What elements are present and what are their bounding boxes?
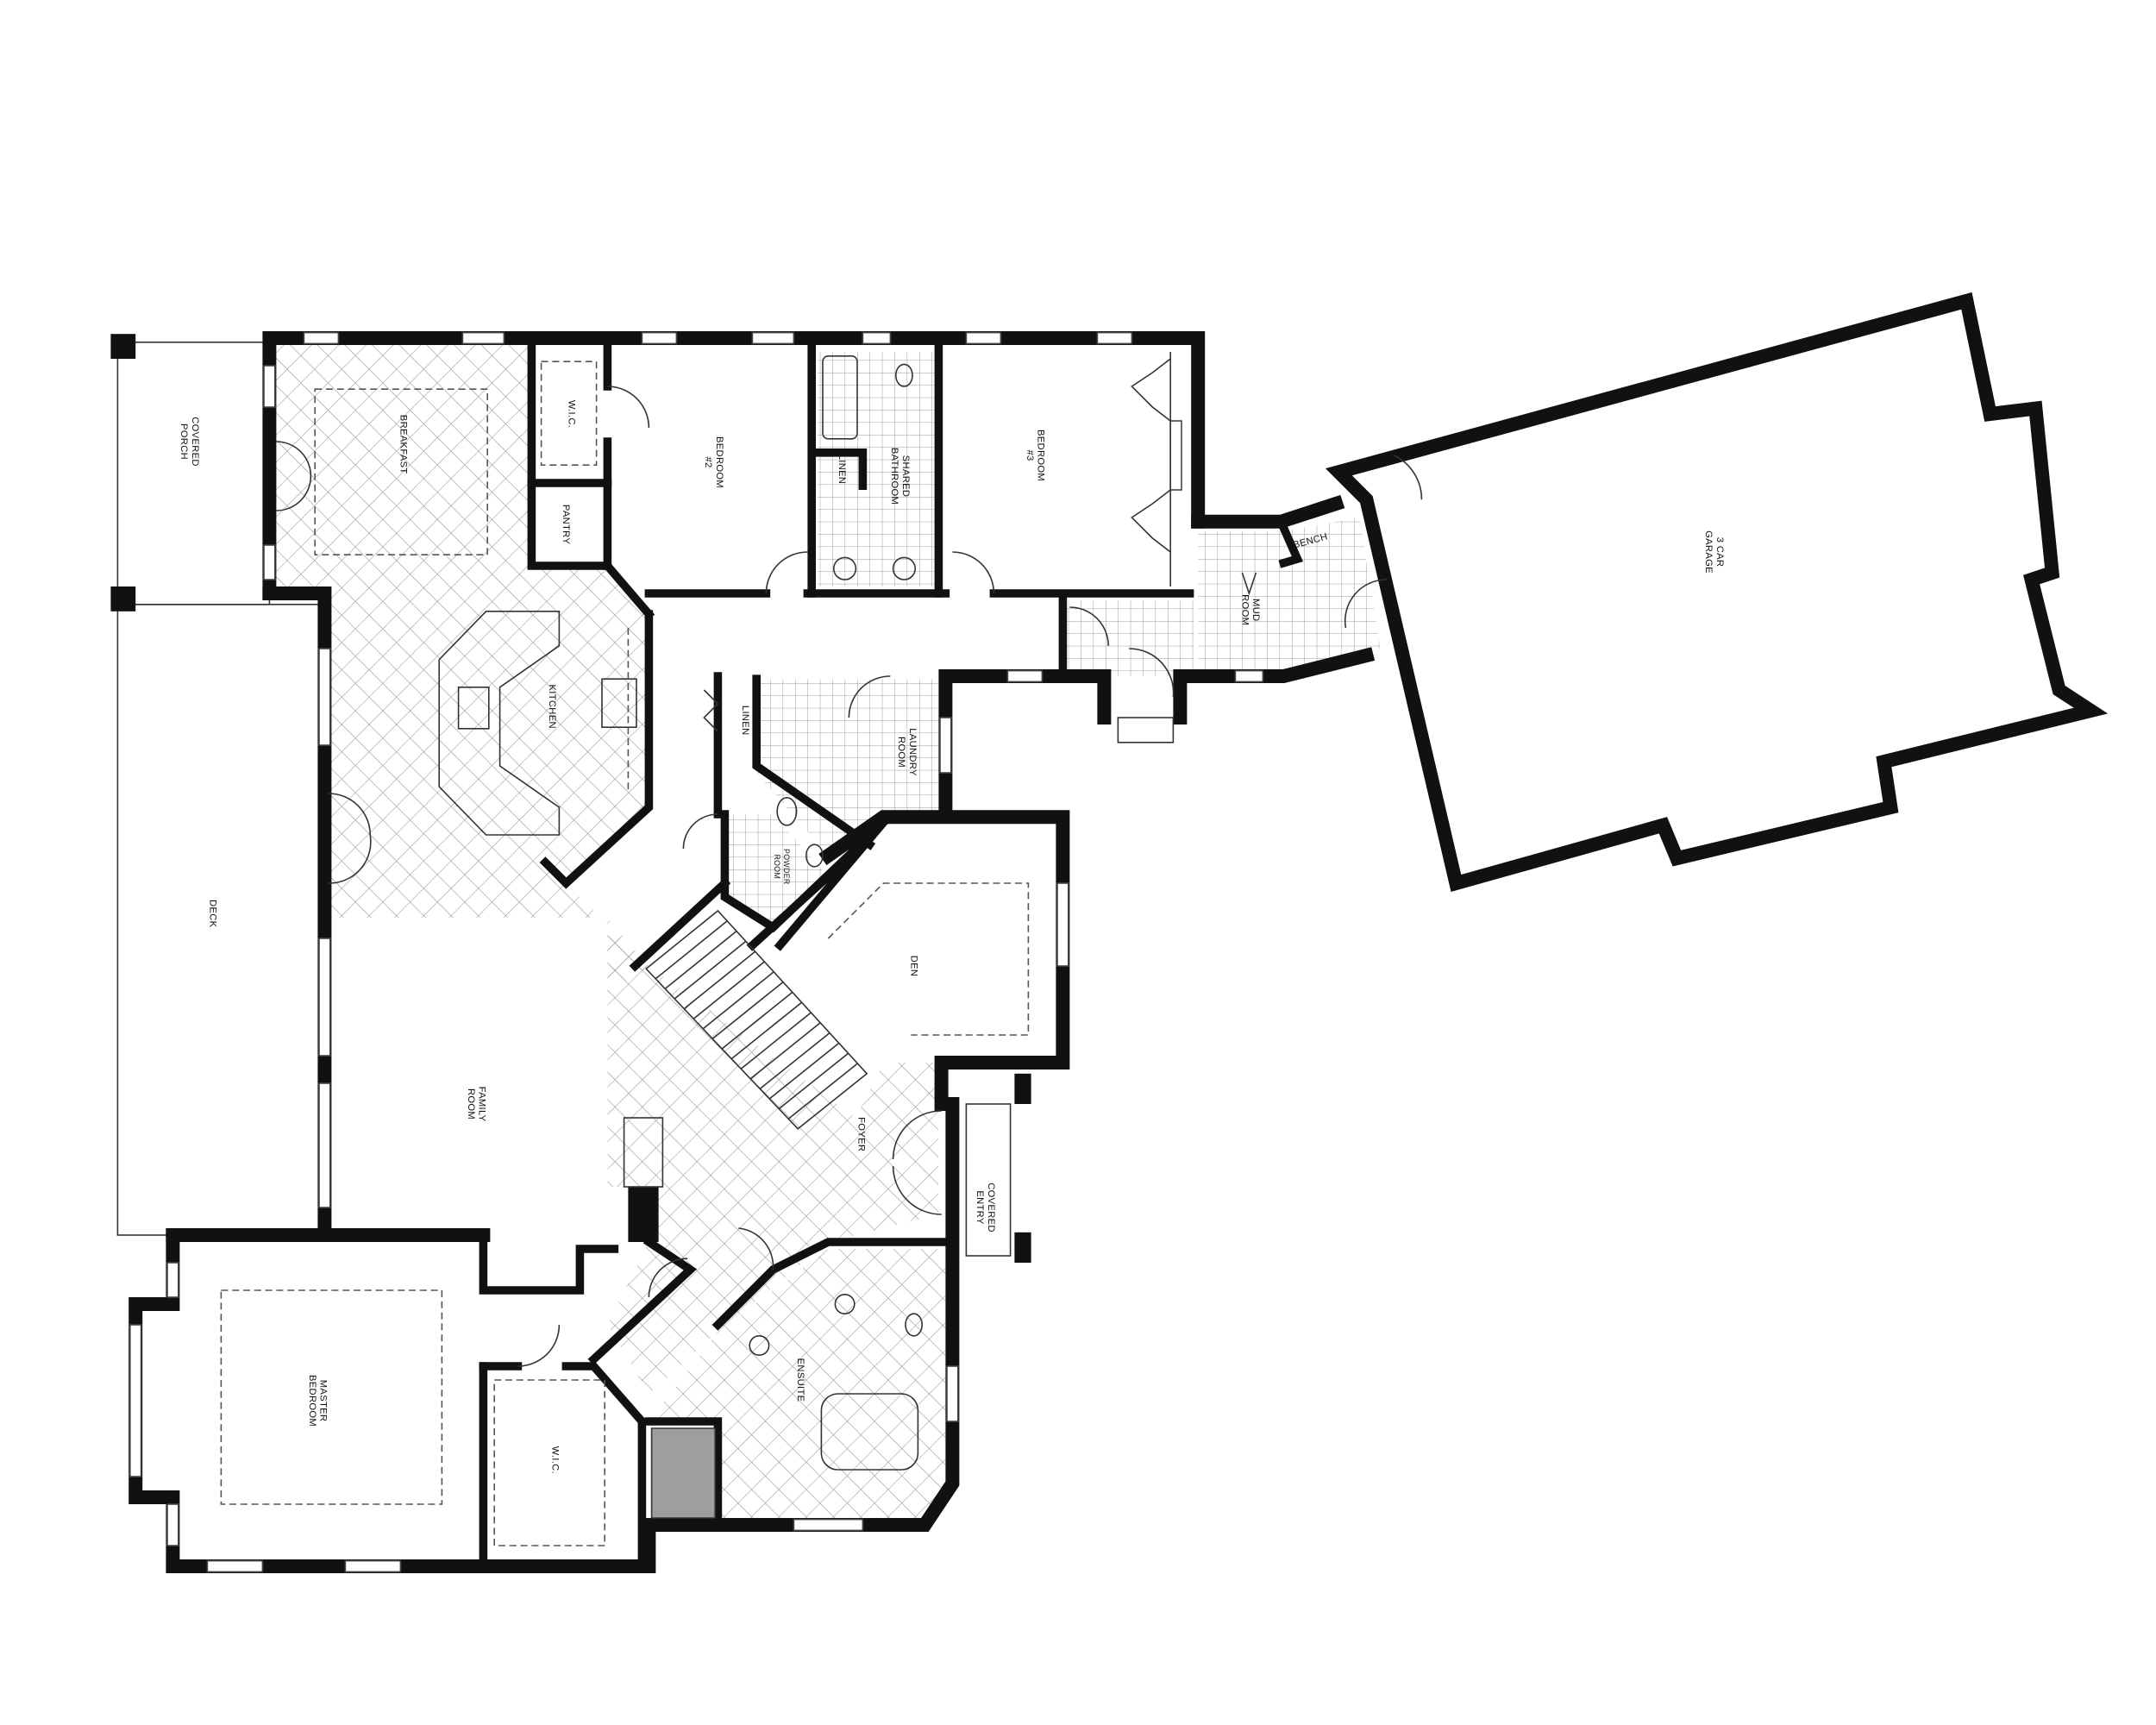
wic-shelf bbox=[493, 1379, 605, 1546]
label-wic: W.I.C. bbox=[567, 400, 577, 428]
shared-bath-tile bbox=[817, 352, 935, 586]
stair-tread bbox=[683, 950, 756, 1010]
doors[interactable] bbox=[276, 386, 1423, 1367]
breakfast-ceiling bbox=[314, 388, 488, 555]
label-ensuite: ENSUITE bbox=[795, 1358, 805, 1402]
label-den: DEN bbox=[908, 956, 918, 977]
sink-icon bbox=[892, 556, 916, 580]
cooktop bbox=[601, 678, 637, 728]
mudroom-tile bbox=[1198, 518, 1381, 676]
label-bedroom-3: BEDROOM#3 bbox=[1025, 430, 1046, 481]
sink-icon bbox=[834, 1294, 856, 1314]
label-linen: LINEN bbox=[837, 455, 847, 485]
label-mud-room: MUDROOM bbox=[1239, 594, 1261, 625]
label-garage: 3 CARGARAGE bbox=[1703, 530, 1725, 574]
staircase[interactable] bbox=[645, 909, 868, 1130]
wic-shelf bbox=[540, 361, 598, 466]
stair-tread bbox=[655, 920, 728, 980]
label-master-bedroom: MASTERBEDROOM bbox=[307, 1375, 329, 1427]
label-covered-porch: COVEREDPORCH bbox=[179, 417, 200, 467]
label-deck: DECK bbox=[208, 900, 218, 928]
label-covered-entry: COVEREDENTRY bbox=[975, 1182, 996, 1233]
label-linen-hall: LINEN bbox=[740, 706, 750, 736]
toilet-icon bbox=[895, 363, 913, 387]
windows bbox=[129, 331, 1264, 1573]
toilet-icon bbox=[805, 844, 824, 868]
foyer-column bbox=[623, 1117, 664, 1188]
master-ceiling bbox=[220, 1289, 443, 1505]
label-kitchen: KITCHEN bbox=[547, 685, 557, 729]
label-bedroom-2: BEDROOM#2 bbox=[703, 436, 724, 488]
hall-tile bbox=[1062, 600, 1194, 676]
stair-tread bbox=[730, 1001, 803, 1060]
den-ceiling bbox=[827, 882, 1030, 1036]
bifold-door[interactable] bbox=[1131, 358, 1171, 422]
sink-icon bbox=[833, 556, 857, 580]
stair-tread bbox=[693, 961, 765, 1019]
stair-tread bbox=[759, 1032, 830, 1090]
sink-icon bbox=[776, 797, 798, 826]
stair-tread bbox=[702, 971, 774, 1030]
label-shared-bathroom: SHAREDBATHROOM bbox=[889, 448, 911, 505]
label-family-room: FAMILYROOM bbox=[466, 1087, 487, 1122]
porch-post bbox=[110, 334, 136, 359]
soaker-tub bbox=[820, 1393, 919, 1471]
covered-porch-outline bbox=[116, 342, 271, 605]
stair-tread bbox=[787, 1063, 858, 1120]
stair-tread bbox=[664, 930, 737, 990]
stair-tread bbox=[768, 1042, 840, 1100]
bifold-door[interactable] bbox=[703, 689, 719, 732]
label-wic-master: W.I.C. bbox=[549, 1446, 560, 1474]
stair-tread bbox=[778, 1052, 849, 1110]
interior-walls bbox=[479, 341, 1303, 1564]
sink-icon bbox=[749, 1335, 770, 1356]
stair-tread bbox=[711, 981, 784, 1040]
label-foyer: FOYER bbox=[856, 1117, 867, 1151]
label-pantry: PANTRY bbox=[561, 505, 571, 544]
kitchen-sink bbox=[457, 687, 490, 730]
porch-post bbox=[110, 586, 136, 612]
kitchen-island bbox=[438, 611, 561, 836]
ensuite-tile bbox=[649, 1249, 950, 1521]
label-breakfast: BREAKFAST bbox=[398, 415, 408, 474]
deck-outline bbox=[116, 604, 326, 1236]
bathtub bbox=[822, 355, 858, 440]
stair-tread bbox=[740, 1012, 812, 1070]
breakfast-kitchen-tile bbox=[276, 345, 649, 994]
toilet-icon bbox=[905, 1313, 924, 1337]
label-powder-room: POWDERROOM bbox=[773, 849, 791, 885]
bifold-door[interactable] bbox=[1131, 489, 1171, 553]
bifold-door[interactable] bbox=[1241, 572, 1257, 596]
label-laundry-room: LAUNDRYROOM bbox=[896, 728, 918, 776]
shower bbox=[650, 1427, 716, 1519]
entry-bench bbox=[965, 1103, 1012, 1257]
stair-tread bbox=[721, 991, 793, 1050]
entry-steps bbox=[1117, 717, 1175, 743]
stair-tread bbox=[749, 1022, 821, 1080]
stair-tread bbox=[674, 940, 747, 1000]
